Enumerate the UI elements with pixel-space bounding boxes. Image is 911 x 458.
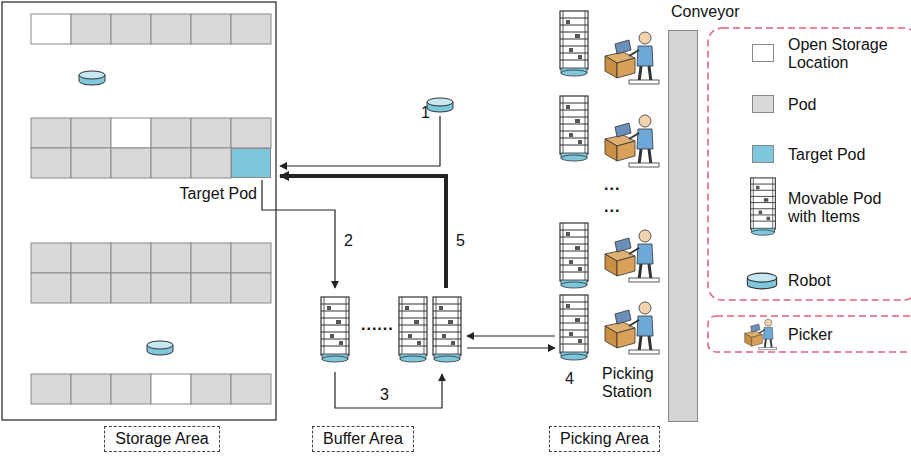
legend-swatch [752, 145, 774, 163]
area-label-box: Picking Area [549, 426, 660, 452]
ellipsis: ... [604, 176, 620, 194]
pod-cell [231, 243, 271, 273]
pod-cell [191, 273, 231, 303]
pod-cell [31, 14, 71, 44]
pod-cell [231, 118, 271, 148]
pod-cell [111, 14, 151, 44]
ellipsis: ... [604, 198, 620, 216]
station-label: Picking Station [602, 365, 668, 400]
pod-cell [71, 118, 111, 148]
pod-cell [191, 243, 231, 273]
pod-cell [71, 148, 111, 178]
legend-text: Picker [788, 326, 904, 344]
pod-cell [191, 374, 231, 404]
pod-cell [111, 118, 151, 148]
pod-cell [31, 273, 71, 303]
pod-cell [71, 14, 111, 44]
pod-cell [31, 374, 71, 404]
pod-cell [231, 14, 271, 44]
node-label: Conveyor [671, 3, 739, 21]
legend-text: Movable Pod with Items [788, 190, 900, 225]
pod-cell [151, 243, 191, 273]
legend-text: Robot [788, 272, 904, 290]
callout-number: 4 [565, 370, 574, 388]
pod-cell [231, 273, 271, 303]
pod-cell [31, 118, 71, 148]
legend-swatch [752, 95, 774, 113]
legend-text: Open Storage Location [788, 36, 904, 71]
ellipsis: ...... [361, 316, 394, 334]
pod-cell [151, 374, 191, 404]
node-label: Storage Area [115, 430, 208, 447]
conveyor-belt: Conveyor [668, 30, 698, 422]
pod-cell [111, 243, 151, 273]
pod-cell [191, 148, 231, 178]
node-label: Target Pod [180, 185, 257, 203]
legend-text: Pod [788, 96, 904, 114]
pod-cell [231, 374, 271, 404]
node-label: Picking Area [560, 430, 649, 447]
pod-cell [71, 273, 111, 303]
pod-cell [151, 14, 191, 44]
target-pod: Target Pod [231, 148, 271, 178]
pod-cell [71, 243, 111, 273]
callout-number: 1 [421, 104, 430, 122]
pod-cell [191, 118, 231, 148]
callout-number: 2 [344, 232, 353, 250]
pod-cell [31, 148, 71, 178]
area-label-box: Buffer Area [312, 426, 414, 452]
pod-cell [151, 118, 191, 148]
legend-text: Target Pod [788, 146, 904, 164]
pod-cell [151, 273, 191, 303]
node-label: Buffer Area [323, 430, 403, 447]
pod-cell [111, 374, 151, 404]
pod-cell [111, 273, 151, 303]
pod-cell [71, 374, 111, 404]
callout-number: 5 [456, 232, 465, 250]
callout-number: 3 [380, 386, 389, 404]
area-label-box: Storage Area [104, 426, 220, 452]
pod-cell [111, 148, 151, 178]
pod-cell [151, 148, 191, 178]
pod-cell [31, 243, 71, 273]
pod-cell [191, 14, 231, 44]
legend-swatch [752, 44, 774, 62]
